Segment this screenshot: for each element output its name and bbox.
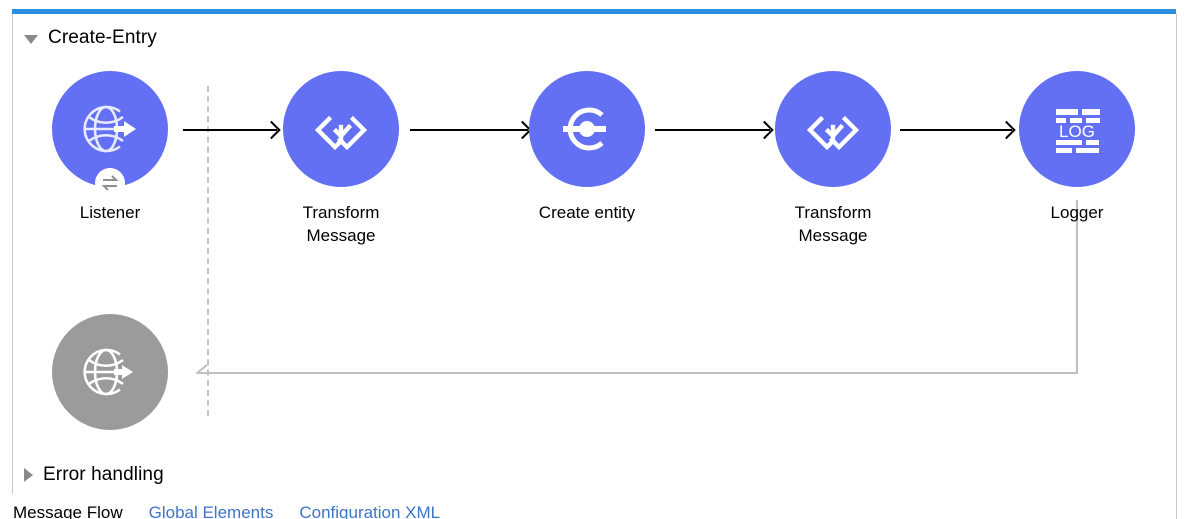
connector-c-icon xyxy=(563,107,606,151)
dataweave-icon xyxy=(806,115,860,151)
editor-tab-strip[interactable]: Message Flow Global Elements Configurati… xyxy=(13,503,1176,519)
flow-node-logger[interactable]: LOG Logger xyxy=(1019,71,1135,224)
exchange-arrows-icon xyxy=(95,168,125,198)
flow-node-create-entity[interactable]: Create entity xyxy=(529,71,645,224)
tab-message-flow[interactable]: Message Flow xyxy=(13,503,123,519)
tab-global-elements[interactable]: Global Elements xyxy=(148,503,274,519)
log-icon-text: LOG xyxy=(1059,122,1095,141)
triangle-right-icon[interactable] xyxy=(24,468,33,482)
node-bubble[interactable]: LOG xyxy=(1019,71,1135,187)
tab-configuration-xml[interactable]: Configuration XML xyxy=(299,503,441,519)
flow-node-listener[interactable]: Listener xyxy=(52,71,168,224)
flow-node-listener-response[interactable] xyxy=(52,314,168,444)
node-bubble[interactable] xyxy=(52,314,168,430)
node-bubble[interactable] xyxy=(529,71,645,187)
globe-arrow-icon xyxy=(83,105,136,153)
connector-listener-to-transform-1 xyxy=(183,129,277,131)
node-bubble[interactable] xyxy=(52,71,168,198)
globe-arrow-icon xyxy=(83,348,133,396)
flow-title: Create-Entry xyxy=(48,27,157,48)
node-bubble[interactable] xyxy=(775,71,891,187)
error-handling-scope-header[interactable]: Error handling xyxy=(24,464,164,486)
editor-accent-bar xyxy=(12,9,1176,14)
flow-node-label: Create entity xyxy=(538,203,636,222)
log-icon: LOG xyxy=(1056,109,1100,153)
source-divider xyxy=(207,86,209,416)
triangle-down-icon[interactable] xyxy=(24,34,38,44)
flow-scope-header[interactable]: Create-Entry xyxy=(24,27,157,49)
flow-node-transform-message-1[interactable]: Transform Message xyxy=(283,71,399,247)
connector-create-entity-to-transform-2 xyxy=(655,129,770,131)
flow-node-transform-message-2[interactable]: Transform Message xyxy=(775,71,891,247)
connector-transform-1-to-create-entity xyxy=(410,129,528,131)
dataweave-icon xyxy=(314,115,368,151)
panel-border-right xyxy=(1176,14,1177,519)
flow-node-label: Transform Message xyxy=(794,203,872,245)
flow-node-label: Listener xyxy=(79,203,141,222)
connector-transform-2-to-logger xyxy=(900,129,1012,131)
error-handling-title: Error handling xyxy=(43,464,164,485)
flow-node-label: Transform Message xyxy=(302,203,380,245)
node-bubble[interactable] xyxy=(283,71,399,187)
flow-node-label: Logger xyxy=(1050,203,1104,222)
panel-border-left xyxy=(12,14,13,494)
